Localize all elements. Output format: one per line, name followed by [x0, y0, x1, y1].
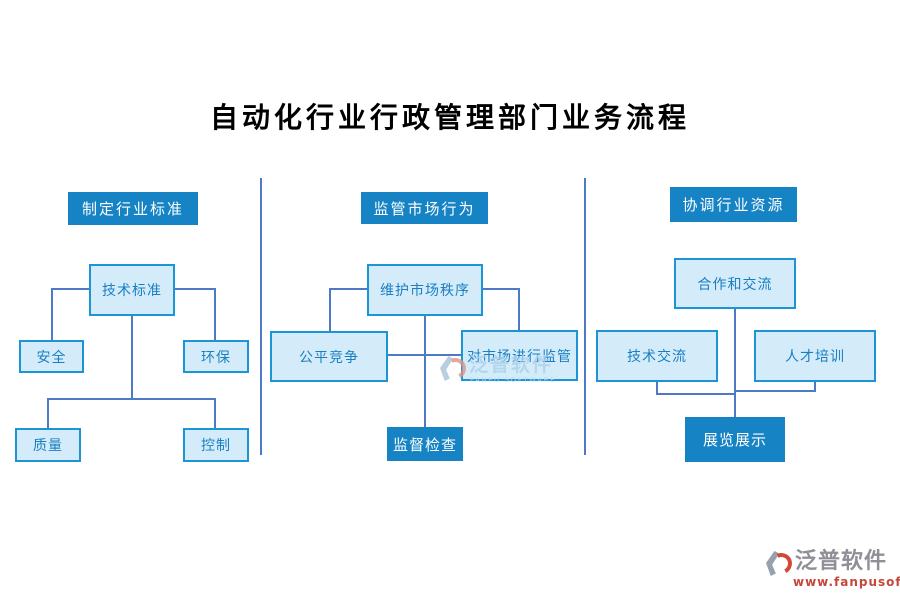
- fanpu-logo-icon: [766, 550, 795, 577]
- node-technical-exchange: 技术交流: [596, 330, 718, 382]
- column-divider: [260, 178, 262, 455]
- column1-header: 制定行业标准: [68, 192, 198, 225]
- node-supervision-inspection: 监督检查: [387, 427, 463, 461]
- column-divider: [584, 178, 586, 455]
- connector: [388, 354, 461, 356]
- connector: [214, 398, 216, 429]
- connector: [52, 288, 91, 290]
- watermark-url: www.fanpusoft.com: [793, 575, 900, 589]
- node-quality: 质量: [15, 428, 81, 462]
- watermark-center: 泛普软件 FANPU SOFTWARE: [440, 355, 556, 384]
- node-supervise-market: 对市场进行监管: [461, 330, 578, 381]
- connector: [131, 315, 133, 400]
- connector: [214, 288, 216, 341]
- node-talent-training: 人才培训: [754, 330, 876, 382]
- node-technical-standard: 技术标准: [89, 264, 175, 316]
- connector: [735, 390, 816, 392]
- connector: [47, 398, 49, 429]
- watermark-corner: 泛普软件 www.fanpusoft.com: [766, 550, 900, 589]
- connector: [656, 393, 735, 395]
- connector: [174, 288, 215, 290]
- node-exhibition-display: 展览展示: [685, 417, 785, 462]
- node-environment: 环保: [183, 340, 249, 373]
- connector: [481, 288, 519, 290]
- column2-header: 监管市场行为: [361, 192, 488, 224]
- column3-header: 协调行业资源: [670, 187, 797, 222]
- node-fair-competition: 公平竞争: [270, 331, 388, 382]
- fanpu-logo-icon: [440, 355, 469, 382]
- connector: [734, 308, 736, 417]
- connector: [656, 382, 658, 395]
- page-title: 自动化行业行政管理部门业务流程: [209, 101, 690, 134]
- node-cooperation-exchange: 合作和交流: [674, 258, 796, 309]
- watermark-name: 泛普软件: [795, 549, 888, 574]
- connector: [51, 288, 53, 341]
- connector: [814, 382, 816, 392]
- connector: [47, 398, 216, 400]
- connector: [329, 288, 331, 331]
- connector: [518, 288, 520, 330]
- connector: [329, 288, 368, 290]
- node-safety: 安全: [19, 340, 84, 373]
- node-control: 控制: [183, 428, 249, 462]
- watermark-name: 泛普软件: [469, 354, 554, 376]
- connector: [424, 315, 426, 427]
- watermark-subtitle: FANPU SOFTWARE: [470, 376, 557, 384]
- node-maintain-market-order: 维护市场秩序: [367, 264, 483, 316]
